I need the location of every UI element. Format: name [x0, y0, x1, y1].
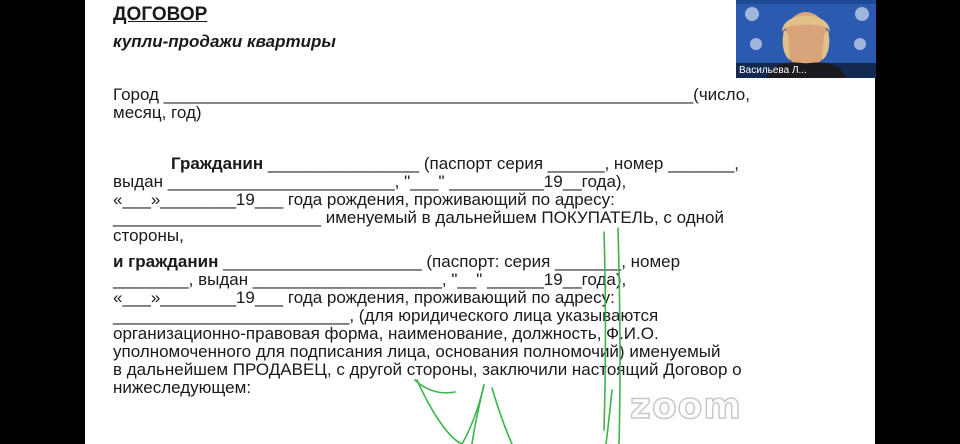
document-title: ДОГОВОР — [113, 4, 208, 25]
text-line: _________________________, (для юридичес… — [113, 306, 659, 325]
text-line: уполномоченного для подписания лица, осн… — [113, 342, 721, 361]
text-line: нижеследующем: — [113, 378, 252, 397]
text-fragment: _____________________ (паспорт: серия __… — [218, 252, 681, 271]
text-line: стороны, — [113, 226, 184, 245]
seller-paragraph: и гражданин _____________________ (паспо… — [113, 253, 838, 397]
buyer-paragraph: Гражданин ________________ (паспорт сери… — [113, 155, 833, 245]
text-line: в дальнейшем ПРОДАВЕЦ, с другой стороны,… — [113, 360, 742, 379]
text-line: Город __________________________________… — [113, 85, 750, 104]
text-line: Гражданин ________________ (паспорт сери… — [113, 155, 833, 173]
document-subtitle: купли-продажи квартиры — [113, 32, 336, 51]
text-line: ______________________ именуемый в дальн… — [113, 208, 724, 227]
text-line: и гражданин _____________________ (паспо… — [113, 253, 838, 271]
zoom-watermark: zoom — [629, 385, 742, 428]
participant-name: Васильева Л... — [736, 63, 876, 78]
city-date-line: Город __________________________________… — [113, 86, 833, 122]
seller-lead: и гражданин — [113, 252, 219, 271]
text-line: организационно-правовая форма, наименова… — [113, 324, 659, 343]
buyer-lead: Гражданин — [171, 154, 264, 173]
text-line: ________, выдан ____________________, "_… — [113, 270, 627, 289]
text-line: месяц, год) — [113, 103, 202, 122]
participant-video-tile[interactable]: Васильева Л... — [736, 0, 876, 78]
text-fragment: ________________ (паспорт серия ______, … — [263, 154, 739, 173]
text-line: «___»________19___ года рождения, прожив… — [113, 288, 615, 307]
text-line: «___»________19___ года рождения, прожив… — [113, 190, 615, 209]
text-line: выдан ________________________, "___" __… — [113, 172, 627, 191]
